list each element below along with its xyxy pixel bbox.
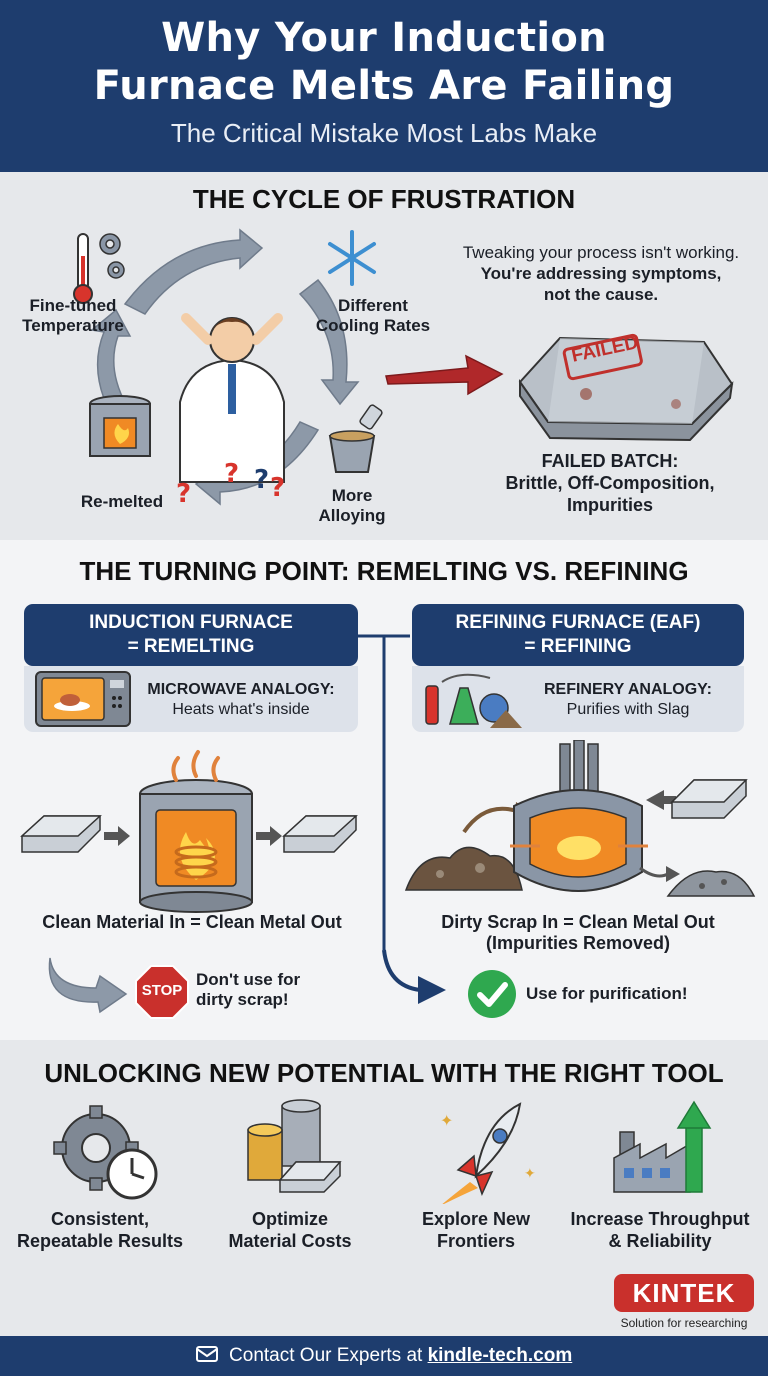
induction-card-header: INDUCTION FURNACE= REMELTING [24,604,358,666]
cycle-arrow-right [298,278,360,406]
rocket-icon: ✦ ✦ [440,1102,536,1204]
arrow-out [256,826,282,846]
clean-metal-ingot-icon [670,779,748,819]
dirty-scrap-icon [404,846,523,891]
turning-point-section: THE TURNING POINT: REMELTING VS. REFININ… [0,540,768,1040]
scientist-illustration [179,313,285,483]
step-re-melted: Re-melted [80,492,164,511]
unlock-title: UNLOCKING NEW POTENTIAL WITH THE RIGHT T… [44,1058,724,1088]
clean-ingot-in-icon [20,815,102,853]
induction-process-illustration [20,750,358,913]
snowflake-icon [328,230,376,286]
page-title: Why Your Induction Furnace Melts Are Fai… [93,15,675,109]
induction-furnace-icon [139,750,253,913]
svg-text:✦: ✦ [524,1166,536,1182]
turning-point-title: THE TURNING POINT: REMELTING VS. REFININ… [79,556,689,586]
kintek-logo-mark: KINTEK [614,1274,754,1312]
refining-card-header: REFINING FURNACE (EAF)= REFINING [412,604,744,666]
cycle-section: THE CYCLE OF FRUSTRATION [0,172,768,540]
footer-link[interactable]: kindle-tech.com [427,1345,573,1366]
cycle-arrow-top [123,228,264,315]
page-subtitle: The Critical Mistake Most Labs Make [170,118,598,148]
stop-sign-label: STOP [141,982,183,999]
induction-flow-text: Clean Material In = Clean Metal Out [42,912,342,932]
svg-text:?: ? [224,459,239,489]
clean-metal-out-icon [282,815,358,853]
removed-slag-icon [666,870,756,897]
arrow-in [104,826,130,846]
svg-text:?: ? [254,465,269,495]
benefit-consistent-results: Consistent,Repeatable Results [16,1209,184,1251]
quote-text: Tweaking your process isn't working. You… [462,243,740,304]
svg-text:?: ? [270,473,285,503]
red-arrow [385,354,504,396]
use-for-purification: Use for purification! [526,984,688,1003]
microwave-analogy-text: MICROWAVE ANALOGY: Heats what's inside [147,681,335,718]
benefit-icons: ✦ ✦ [53,1099,712,1204]
failed-batch-label: FAILED BATCH: Brittle, Off-Composition, … [505,451,715,515]
stop-sign-icon [135,965,189,1019]
gears-clock-icon [53,1105,158,1200]
footer-text: Contact Our Experts at [229,1345,423,1366]
microwave-icon [35,671,131,727]
refinery-analogy-text: REFINERY ANALOGY: Purifies with Slag [543,681,712,718]
kintek-tagline: Solution for researching [620,1316,748,1330]
cycle-arrow-left [90,308,132,417]
refinery-lab-icon [425,673,522,728]
alloy-pour-icon [328,404,383,473]
divider-lines [48,634,446,1014]
svg-text:?: ? [176,479,191,509]
contact-icon [195,1346,218,1362]
refining-flow-text: Dirty Scrap In = Clean Metal Out (Impuri… [441,912,715,953]
header-banner: Why Your Induction Furnace Melts Are Fai… [0,0,768,172]
gears-icon [99,233,125,279]
check-icon [468,970,516,1018]
question-marks-icon: ? ? ? ? [176,459,285,509]
failed-ingot-icon [518,333,734,442]
thermometer-icon [73,233,93,304]
unlock-section: UNLOCKING NEW POTENTIAL WITH THE RIGHT T… [0,1040,768,1336]
eaf-furnace-icon [510,740,648,892]
coins-ingot-icon [247,1099,342,1193]
svg-text:✦: ✦ [440,1111,453,1130]
refining-process-illustration [404,740,756,897]
cycle-title: THE CYCLE OF FRUSTRATION [192,184,576,214]
benefit-throughput: Increase Throughput& Reliability [570,1209,750,1251]
footer-contact: Contact Our Experts at kindle-tech.com [0,1336,768,1376]
factory-growth-icon [613,1100,712,1193]
kintek-logo: KINTEK Solution for researching [614,1274,754,1330]
remelt-pot-icon [89,395,151,457]
cycle-illustration: ? ? ? ? [73,228,734,509]
